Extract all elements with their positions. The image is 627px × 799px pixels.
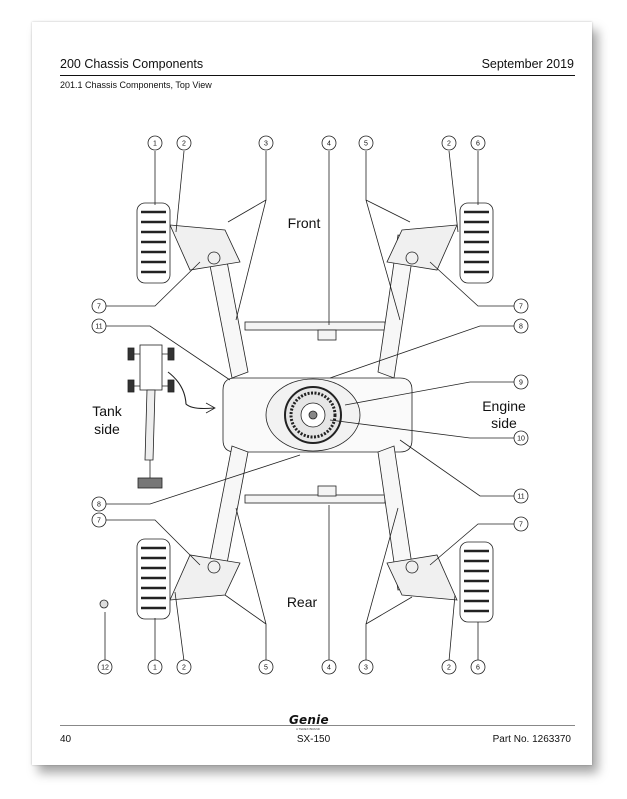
label-rear: Rear — [287, 594, 318, 610]
direction-arrow — [167, 371, 215, 410]
callout-left-3: 8 — [97, 502, 101, 509]
revision-date: September 2019 — [481, 57, 574, 71]
header-rule — [60, 75, 575, 76]
callout-bottom-7: 2 — [447, 665, 451, 672]
model-name: SX-150 — [296, 734, 331, 745]
callout-top-1: 1 — [153, 141, 157, 148]
callout-right-4: 10 — [517, 436, 525, 443]
callout-bottom-4: 5 — [264, 665, 268, 672]
logo-tagline: A TEREX BRAND — [296, 727, 320, 731]
label-engine-2: side — [491, 415, 517, 431]
callout-left-1: 7 — [97, 304, 101, 311]
callouts-left — [91, 298, 107, 528]
callout-bottom-2: 1 — [153, 665, 157, 672]
page-number: 40 — [60, 734, 72, 745]
label-tank-2: side — [94, 421, 120, 437]
label-front: Front — [288, 215, 321, 231]
part-number: Part No. 1263370 — [492, 734, 571, 745]
tire-rear-left — [136, 538, 171, 620]
callout-top-5: 5 — [364, 141, 368, 148]
callout-left-2: 11 — [95, 324, 102, 331]
label-tank-1: Tank — [92, 403, 123, 419]
rear-axle-cylinder — [244, 494, 386, 504]
label-engine-1: Engine — [482, 398, 526, 414]
callout-top-4: 4 — [327, 141, 331, 148]
callout-right-1: 7 — [519, 304, 523, 311]
front-axle-cylinder — [244, 321, 386, 331]
callouts-bottom — [97, 659, 486, 675]
lug-nut — [99, 599, 109, 609]
genie-logo: Genie — [289, 713, 329, 727]
machine-inset-icon — [127, 344, 175, 489]
figure-subtitle: 201.1 Chassis Components, Top View — [60, 80, 212, 90]
callout-left-4: 7 — [97, 518, 101, 525]
callout-top-3: 3 — [264, 141, 268, 148]
tire-rear-right — [459, 541, 494, 623]
callout-right-5: 11 — [517, 494, 524, 501]
callout-bottom-8: 6 — [476, 665, 480, 672]
tire-front-right — [459, 202, 494, 284]
footer-rule — [60, 725, 575, 726]
callouts-top — [147, 135, 486, 151]
callout-bottom-6: 3 — [364, 665, 368, 672]
callout-bottom-1: 12 — [101, 665, 109, 672]
callouts-right — [513, 298, 529, 532]
callout-bottom-5: 4 — [327, 665, 331, 672]
callout-right-3: 9 — [519, 380, 523, 387]
callout-top-7: 6 — [476, 141, 480, 148]
tire-front-left — [136, 202, 171, 284]
callout-right-6: 7 — [519, 522, 523, 529]
callout-right-2: 8 — [519, 324, 523, 331]
callout-top-2: 2 — [182, 141, 186, 148]
callout-top-6: 2 — [447, 141, 451, 148]
section-title: 200 Chassis Components — [60, 57, 204, 71]
callout-bottom-3: 2 — [182, 665, 186, 672]
